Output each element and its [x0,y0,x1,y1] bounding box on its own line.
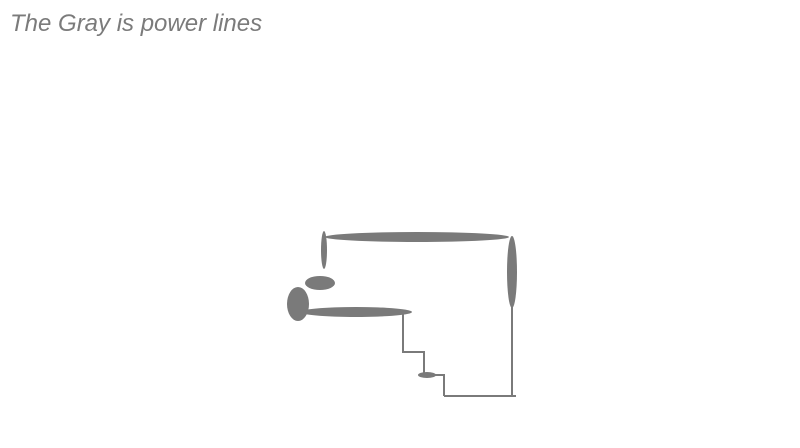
left-upper-post [321,231,327,269]
staircase-power-line [402,313,445,396]
caption-text: The Gray is power lines [10,10,263,37]
top-power-line [325,232,509,242]
right-upper-power-line [507,236,517,308]
middle-power-line [300,307,412,317]
left-small-blob [305,276,335,290]
staircase-blob [418,372,436,378]
left-large-blob [287,287,309,321]
